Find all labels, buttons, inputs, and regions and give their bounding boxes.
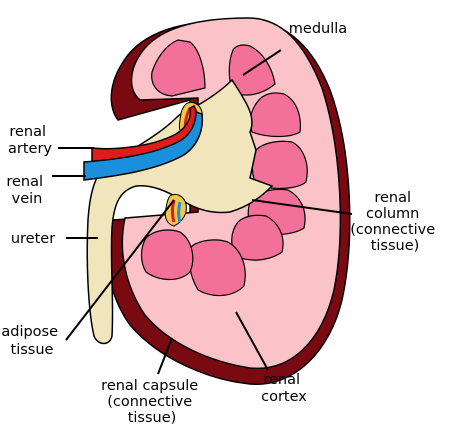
label-renal-cortex: renal cortex (261, 372, 307, 405)
label-renal-artery: renal artery (8, 124, 52, 157)
label-ureter: ureter (11, 231, 55, 247)
leader-renal-column (251, 199, 353, 215)
pyramid (151, 39, 206, 97)
vein-branch (177, 201, 182, 223)
label-renal-capsule: renal capsule (connective tissue) (101, 378, 203, 426)
renal-pyramids (140, 39, 308, 297)
label-renal-column: renal column (connective tissue) (350, 190, 440, 254)
leader-lines (52, 49, 353, 375)
renal-vein (83, 110, 204, 181)
renal-pelvis-ureter (86, 78, 274, 345)
pyramid (188, 239, 246, 297)
pyramid (140, 229, 194, 281)
label-medulla: medulla (289, 21, 347, 37)
label-renal-vein: renal vein (6, 174, 47, 207)
leader-adipose (65, 199, 175, 341)
label-adipose-tissue: adipose tissue (1, 324, 62, 358)
leader-medulla (242, 49, 282, 76)
leader-renal-cortex (235, 311, 269, 371)
pyramid (251, 140, 308, 189)
leader-renal-capsule (157, 337, 173, 375)
artery-branch (171, 199, 176, 223)
